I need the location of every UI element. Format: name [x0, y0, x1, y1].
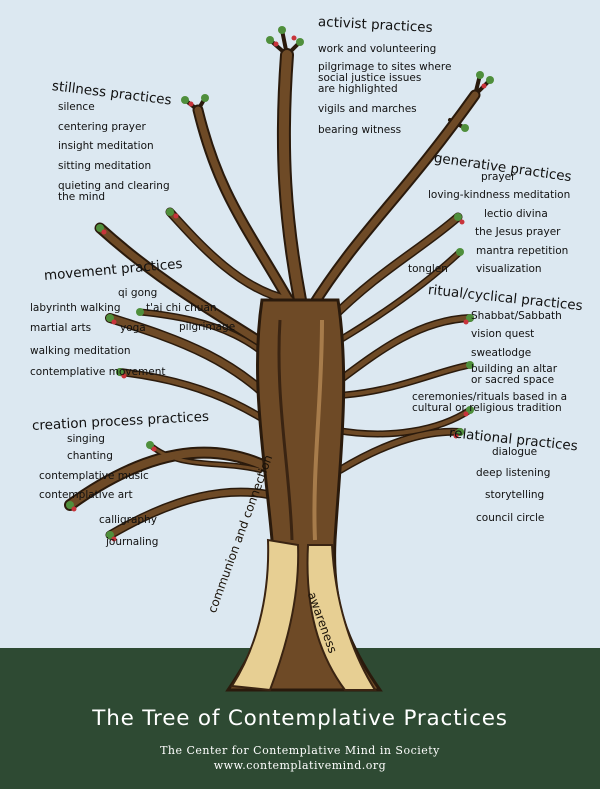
stillness-item: quieting and clearing the mind: [58, 180, 170, 203]
activist-item: pilgrimage to sites where social justice…: [318, 61, 452, 95]
creation-item: contemplative music: [39, 470, 149, 482]
organization-website: www.contemplativemind.org: [213, 759, 387, 772]
activist-item: work and volunteering: [318, 43, 437, 55]
ritual-item: vision quest: [471, 328, 535, 340]
movement-item: walking meditation: [30, 345, 131, 357]
ritual-item: tonglen: [408, 263, 448, 275]
relational-item: dialogue: [492, 446, 538, 458]
generative-item: the Jesus prayer: [475, 226, 561, 238]
creation-item: singing: [67, 433, 105, 445]
organization-name: The Center for Contemplative Mind in Soc…: [160, 744, 440, 757]
movement-item: martial arts: [30, 322, 92, 334]
creation-item: chanting: [67, 450, 113, 462]
creation-item: calligraphy: [99, 514, 157, 526]
generative-item: visualization: [476, 263, 542, 275]
tree-trunk: [225, 298, 383, 692]
root-left: [230, 538, 300, 692]
root-right: [306, 544, 377, 691]
movement-item: labyrinth walking: [30, 302, 121, 314]
stillness-item: centering prayer: [58, 121, 146, 133]
ritual-item: sweatlodge: [471, 347, 532, 359]
movement-item: yoga: [120, 322, 146, 334]
tree-branches: [64, 28, 492, 540]
movement-item: t'ai chi chuan: [146, 302, 217, 314]
poster-title: The Tree of Contemplative Practices: [92, 706, 508, 731]
movement-item: contemplative movement: [30, 366, 166, 378]
leaves: [66, 26, 494, 539]
movement-item: qi gong: [118, 287, 158, 299]
movement-item: pilgrimage: [179, 321, 236, 333]
stillness-item: insight meditation: [58, 140, 154, 152]
generative-item: prayer: [481, 171, 516, 183]
stillness-item: silence: [58, 101, 95, 113]
ritual-item: building an altar or sacred space: [471, 363, 558, 386]
ritual-item: ceremonies/rituals based in a cultural o…: [412, 391, 568, 414]
generative-item: loving-kindness meditation: [428, 189, 571, 201]
generative-item: lectio divina: [484, 208, 548, 220]
activist-item: bearing witness: [318, 124, 402, 136]
relational-item: storytelling: [485, 489, 545, 501]
relational-item: council circle: [476, 512, 545, 524]
blossoms: [71, 35, 487, 542]
ritual-item: Shabbat/Sabbath: [471, 310, 562, 322]
creation-item: journaling: [106, 536, 159, 548]
stillness-item: sitting meditation: [58, 160, 152, 172]
activist-item: vigils and marches: [318, 103, 417, 115]
creation-item: contemplative art: [39, 489, 133, 501]
generative-item: mantra repetition: [476, 245, 569, 257]
relational-item: deep listening: [476, 467, 551, 479]
